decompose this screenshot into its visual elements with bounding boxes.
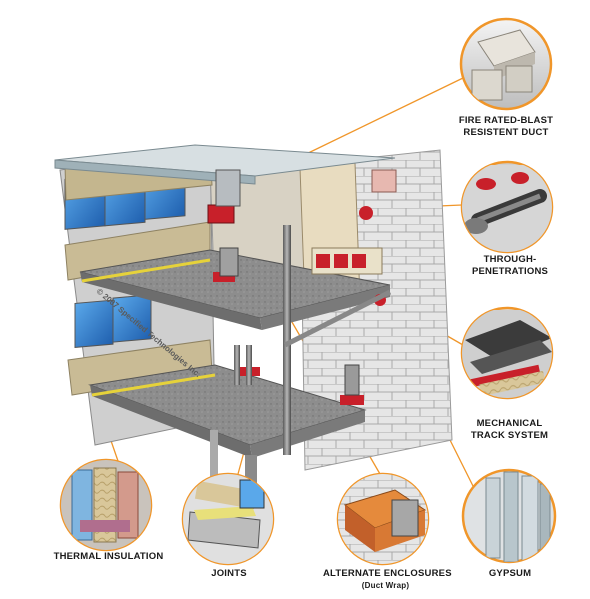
label-through-penetrations-line2: PENETRATIONS bbox=[471, 266, 549, 277]
label-thermal-insulation: THERMAL INSULATION bbox=[51, 551, 166, 563]
label-through-penetrations-line1: THROUGH- bbox=[483, 254, 537, 265]
building-body bbox=[54, 144, 453, 540]
label-alternate-enclosures-line1: ALTERNATE ENCLOSURES bbox=[323, 568, 452, 579]
label-fire-rated-duct-line2: RESISTENT DUCT bbox=[463, 127, 549, 138]
label-thermal-insulation-line1: THERMAL INSULATION bbox=[53, 551, 164, 562]
label-fire-rated-duct-line1: FIRE RATED-BLAST bbox=[458, 115, 554, 126]
label-fire-rated-duct: FIRE RATED-BLAST RESISTENT DUCT bbox=[452, 115, 560, 139]
label-mechanical-track-line1: MECHANICAL bbox=[476, 418, 543, 429]
label-gypsum: GYPSUM bbox=[485, 568, 535, 580]
penetrations-callout-bubble bbox=[460, 160, 554, 254]
duct-callout-bubble bbox=[459, 17, 553, 111]
label-alternate-enclosures: ALTERNATE ENCLOSURES (Duct Wrap) bbox=[323, 568, 452, 592]
label-mechanical-track: MECHANICAL TRACK SYSTEM bbox=[462, 418, 557, 442]
enclosures-callout-bubble bbox=[336, 472, 430, 566]
label-gypsum-line1: GYPSUM bbox=[488, 568, 532, 579]
label-mechanical-track-line2: TRACK SYSTEM bbox=[470, 430, 549, 441]
label-joints: JOINTS bbox=[207, 568, 251, 580]
label-joints-line1: JOINTS bbox=[211, 568, 247, 579]
label-alternate-enclosures-sub: (Duct Wrap) bbox=[361, 581, 410, 590]
label-through-penetrations: THROUGH- PENETRATIONS bbox=[465, 254, 555, 278]
track-callout-bubble bbox=[460, 306, 554, 400]
thermal-callout-bubble bbox=[59, 458, 153, 552]
gypsum-callout-bubble bbox=[461, 468, 557, 564]
joints-callout-bubble bbox=[181, 472, 275, 566]
